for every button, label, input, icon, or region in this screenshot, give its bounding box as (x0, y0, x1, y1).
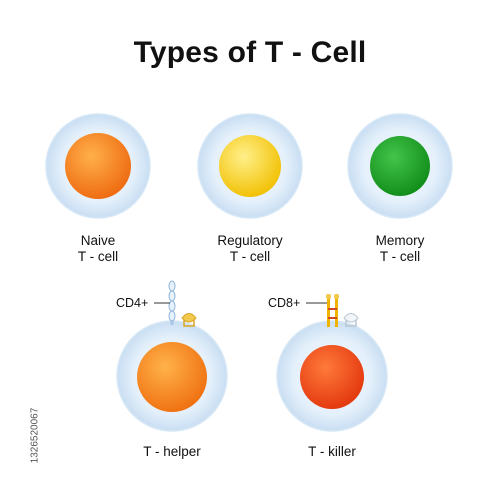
t-helper-cell (116, 320, 228, 432)
regulatory-label-line1: Regulatory (217, 233, 283, 248)
naive-t-cell (45, 113, 151, 219)
memory-label-line1: Memory (375, 233, 425, 248)
memory-label-line2: T - cell (379, 249, 421, 264)
regulatory-nucleus (219, 135, 281, 197)
t-killer-cell (276, 320, 388, 432)
cd4-marker-label: CD4+ (116, 296, 149, 310)
cd4-receptor-icon (168, 280, 176, 325)
naive-nucleus (65, 133, 131, 199)
memory-nucleus (370, 136, 430, 196)
cd8-receptor-icon (326, 294, 339, 327)
memory-t-cell (347, 113, 453, 219)
regulatory-label: Regulatory T - cell (180, 233, 320, 265)
cd8-marker-label: CD8+ (268, 296, 301, 310)
naive-label-line2: T - cell (77, 249, 119, 264)
regulatory-label-line2: T - cell (229, 249, 271, 264)
diagram-title: Types of T - Cell (133, 36, 367, 69)
killer-tcr-icon (343, 313, 359, 327)
t-killer-nucleus (300, 345, 364, 409)
naive-label: Naive T - cell (28, 233, 168, 265)
regulatory-t-cell (197, 113, 303, 219)
t-helper-nucleus (137, 342, 207, 412)
stock-id-watermark: 1326520067 (29, 407, 41, 464)
t-helper-label: T - helper (143, 444, 201, 459)
t-killer-label: T - killer (308, 444, 356, 459)
memory-label: Memory T - cell (330, 233, 470, 265)
helper-tcr-icon (181, 313, 197, 327)
naive-label-line1: Naive (80, 233, 116, 248)
